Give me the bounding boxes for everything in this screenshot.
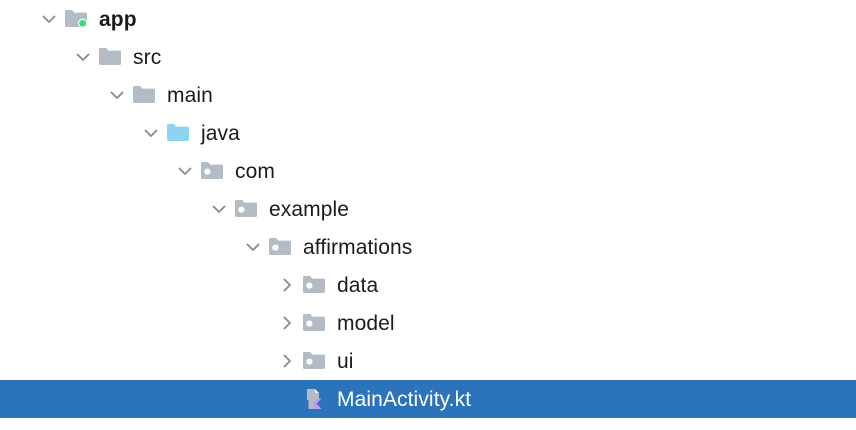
package-folder-icon xyxy=(200,159,226,183)
tree-row-label: app xyxy=(99,7,137,31)
chevron-down-icon[interactable] xyxy=(106,84,128,106)
tree-row-main[interactable]: main xyxy=(0,76,856,114)
source-root-folder-icon xyxy=(166,121,192,145)
indent-spacer xyxy=(0,19,38,20)
package-folder-icon xyxy=(302,311,328,335)
indent-spacer xyxy=(0,95,106,96)
package-folder-icon xyxy=(234,197,260,221)
tree-row-java[interactable]: java xyxy=(0,114,856,152)
indent-spacer xyxy=(0,323,276,324)
tree-row-label: java xyxy=(201,121,240,145)
tree-row-data[interactable]: data xyxy=(0,266,856,304)
tree-row-src[interactable]: src xyxy=(0,38,856,76)
indent-spacer xyxy=(0,247,242,248)
chevron-down-icon[interactable] xyxy=(140,122,162,144)
tree-row-label: src xyxy=(133,45,162,69)
tree-row-label: ui xyxy=(337,349,354,373)
chevron-down-icon[interactable] xyxy=(242,236,264,258)
tree-row-affirmations[interactable]: affirmations xyxy=(0,228,856,266)
tree-row-label: model xyxy=(337,311,395,335)
package-folder-icon xyxy=(302,349,328,373)
tree-row-label: com xyxy=(235,159,275,183)
package-folder-icon xyxy=(302,273,328,297)
chevron-down-icon[interactable] xyxy=(38,8,60,30)
indent-spacer xyxy=(0,133,140,134)
chevron-down-icon[interactable] xyxy=(174,160,196,182)
tree-row-model[interactable]: model xyxy=(0,304,856,342)
indent-spacer xyxy=(0,209,208,210)
indent-spacer xyxy=(0,171,174,172)
indent-spacer xyxy=(0,57,72,58)
twisty-placeholder xyxy=(276,388,298,410)
tree-row-label: data xyxy=(337,273,379,297)
tree-row-label: example xyxy=(269,197,350,221)
tree-row-app[interactable]: app xyxy=(0,0,856,38)
tree-row-label: MainActivity.kt xyxy=(337,387,472,411)
module-folder-icon xyxy=(64,7,90,31)
indent-spacer xyxy=(0,285,276,286)
indent-spacer xyxy=(0,361,276,362)
package-folder-icon xyxy=(268,235,294,259)
chevron-down-icon[interactable] xyxy=(208,198,230,220)
folder-icon xyxy=(132,83,158,107)
folder-icon xyxy=(98,45,124,69)
chevron-right-icon[interactable] xyxy=(276,312,298,334)
tree-row-ui[interactable]: ui xyxy=(0,342,856,380)
tree-row-label: main xyxy=(167,83,213,107)
chevron-right-icon[interactable] xyxy=(276,274,298,296)
tree-row-label: affirmations xyxy=(303,235,413,259)
tree-row-mainactivity-kt[interactable]: MainActivity.kt xyxy=(0,380,856,418)
tree-row-example[interactable]: example xyxy=(0,190,856,228)
chevron-right-icon[interactable] xyxy=(276,350,298,372)
chevron-down-icon[interactable] xyxy=(72,46,94,68)
tree-row-com[interactable]: com xyxy=(0,152,856,190)
indent-spacer xyxy=(0,399,276,400)
kotlin-file-icon xyxy=(302,387,328,411)
